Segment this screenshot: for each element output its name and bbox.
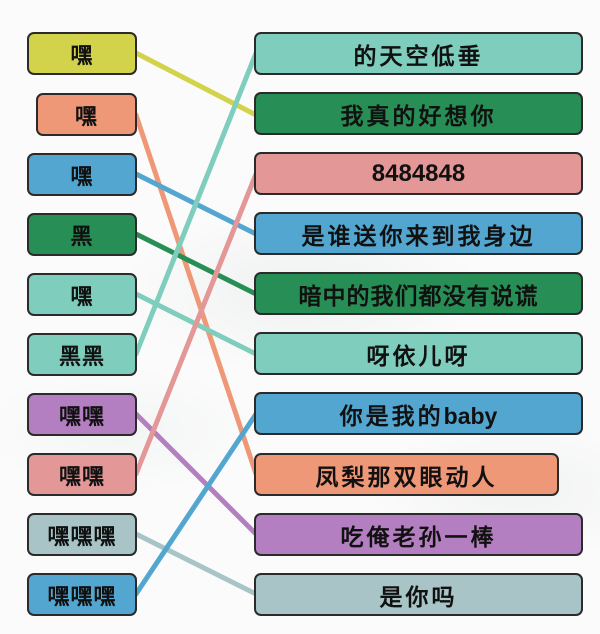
left-item-label: 嘿嘿 [58,403,105,430]
left-item-label: 黑黑 [58,343,105,370]
left-item-6[interactable]: 黑黑 [27,333,137,376]
left-item-label: 嘿 [70,163,94,190]
right-item-label: 的天空低垂 [353,42,484,70]
connection-line [133,231,259,297]
connection-line [133,171,259,237]
right-item-9[interactable]: 吃俺老孙一棒 [254,513,583,556]
right-item-2[interactable]: 我真的好想你 [254,92,583,135]
connection-line [133,50,259,118]
left-item-label: 黑 [70,223,94,250]
right-item-label: 是谁送你来到我身边 [301,222,536,250]
connection-line [133,531,259,597]
right-item-label: 我真的好想你 [340,102,497,130]
connection-line [133,112,259,477]
left-item-5[interactable]: 嘿 [27,273,137,316]
left-item-8[interactable]: 嘿嘿 [27,453,137,496]
left-item-label: 嘿嘿嘿 [47,583,117,610]
connection-line [133,411,259,537]
right-item-label: 凤梨那双眼动人 [315,463,498,491]
connection-line [133,291,259,357]
left-item-label: 嘿 [74,103,98,130]
left-item-label: 嘿 [70,283,94,310]
left-item-4[interactable]: 黑 [27,213,137,256]
right-item-4[interactable]: 是谁送你来到我身边 [254,212,583,255]
left-item-2[interactable]: 嘿 [36,93,137,136]
left-item-1[interactable]: 嘿 [27,32,137,75]
right-item-7[interactable]: 你是我的baby [254,392,583,435]
right-item-5[interactable]: 暗中的我们都没有说谎 [254,272,583,315]
left-item-label: 嘿嘿 [58,463,105,490]
left-item-label: 嘿嘿嘿 [47,523,117,550]
right-item-1[interactable]: 的天空低垂 [254,32,583,75]
left-item-3[interactable]: 嘿 [27,153,137,196]
right-item-label: 吃俺老孙一棒 [340,523,497,551]
right-item-label: 你是我的baby [339,402,498,430]
connection-line [133,411,259,597]
right-item-3[interactable]: 8484848 [254,152,583,195]
right-item-label: 8484848 [371,159,466,187]
right-item-6[interactable]: 呀依儿呀 [254,332,583,375]
left-item-9[interactable]: 嘿嘿嘿 [27,513,137,556]
connection-line [133,171,259,477]
left-item-label: 嘿 [70,42,94,69]
right-item-label: 是你吗 [379,583,458,611]
connection-line [133,50,259,357]
left-item-7[interactable]: 嘿嘿 [27,393,137,436]
left-item-10[interactable]: 嘿嘿嘿 [27,573,137,616]
right-item-label: 暗中的我们都没有说谎 [298,282,539,310]
right-item-8[interactable]: 凤梨那双眼动人 [254,453,559,496]
right-item-label: 呀依儿呀 [366,342,471,370]
right-item-10[interactable]: 是你吗 [254,573,583,616]
